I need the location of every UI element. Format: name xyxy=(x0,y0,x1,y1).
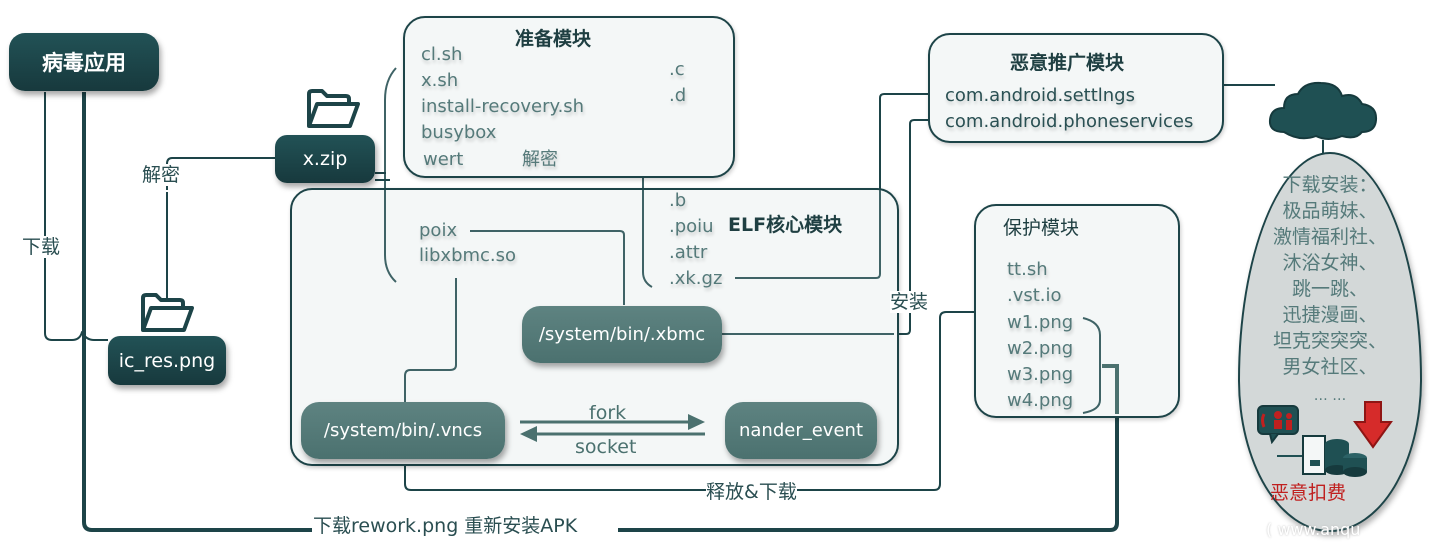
protect-file: .vst.io xyxy=(1007,285,1062,306)
prep-file: install-recovery.sh xyxy=(421,96,585,117)
app-name: 坦克突突突、 xyxy=(1272,330,1387,352)
prep-file: busybox xyxy=(421,122,497,143)
rework-line-left xyxy=(82,92,312,532)
protect-file: w1.png xyxy=(1007,312,1074,333)
elf-module-title: ELF核心模块 xyxy=(728,214,843,236)
promo-package: com.android.settlngs xyxy=(945,85,1135,106)
protect-file: w3.png xyxy=(1007,364,1074,385)
protect-module-title: 保护模块 xyxy=(1003,217,1080,239)
socket-label: socket xyxy=(575,436,637,458)
extracted-file: .xk.gz xyxy=(669,268,723,289)
xbmc-node: /system/bin/.xbmc xyxy=(522,306,722,363)
app-name: 激情福利社、 xyxy=(1272,226,1387,248)
ellipsis: … … xyxy=(1313,388,1347,404)
app-name: 男女社区、 xyxy=(1282,356,1378,378)
decrypt-line xyxy=(166,157,275,300)
folder-icon xyxy=(307,89,360,128)
wert-decrypt-label: 解密 xyxy=(522,149,558,170)
folder-icon xyxy=(141,293,194,332)
watermark: ( www.anqu xyxy=(1266,520,1361,539)
app-name: 迅捷漫画、 xyxy=(1282,304,1378,326)
extracted-file: .c xyxy=(669,59,685,80)
elf-file: libxbmc.so xyxy=(419,245,517,266)
apps-heading: 下载安装： xyxy=(1282,174,1378,196)
download-label: 下载 xyxy=(22,236,61,258)
prep-module xyxy=(403,16,735,178)
x-zip-node: x.zip xyxy=(275,135,375,183)
protect-file: w4.png xyxy=(1007,390,1074,411)
rework-line-right xyxy=(618,364,1119,532)
prep-file-wert: wert xyxy=(423,149,464,170)
protect-module xyxy=(974,204,1180,418)
red-down-arrow-icon xyxy=(1353,401,1393,449)
extracted-file: .b xyxy=(669,190,687,211)
malicious-charge-label: 恶意扣费 xyxy=(1270,482,1347,504)
fork-label: fork xyxy=(589,402,627,424)
virus-app-node: 病毒应用 xyxy=(9,33,159,91)
promo-module xyxy=(928,33,1224,143)
release-download-label: 释放&下载 xyxy=(706,481,797,503)
prep-file: x.sh xyxy=(421,70,459,91)
prep-module-title: 准备模块 xyxy=(515,28,592,50)
protect-file: tt.sh xyxy=(1007,259,1048,280)
cloud-icon xyxy=(1268,81,1378,140)
extracted-file: .poiu xyxy=(669,216,714,237)
app-name: 沐浴女神、 xyxy=(1282,252,1378,274)
promo-module-title: 恶意推广模块 xyxy=(1010,52,1125,74)
vncs-node: /system/bin/.vncs xyxy=(301,402,505,459)
promo-package: com.android.phoneservices xyxy=(945,111,1194,132)
ic-res-node: ic_res.png xyxy=(108,336,226,385)
server-icon xyxy=(1277,435,1367,477)
app-name: 跳一跳、 xyxy=(1291,278,1368,300)
malicious-apps-panel xyxy=(1238,152,1422,532)
extracted-file: .attr xyxy=(669,242,708,263)
rework-label: 下载rework.png 重新安装APK xyxy=(313,515,578,537)
decrypt-label: 解密 xyxy=(142,164,181,186)
protect-file: w2.png xyxy=(1007,338,1074,359)
nander-event-node: nander_event xyxy=(725,402,877,459)
extracted-file: .d xyxy=(669,85,687,106)
virus-app-label: 病毒应用 xyxy=(42,50,126,75)
phone-chat-icon xyxy=(1257,405,1299,444)
download-line xyxy=(44,92,108,341)
app-name: 极品萌妹、 xyxy=(1282,200,1378,222)
install-label: 安装 xyxy=(890,291,929,313)
elf-file: poix xyxy=(419,220,458,241)
prep-file: cl.sh xyxy=(421,44,463,65)
